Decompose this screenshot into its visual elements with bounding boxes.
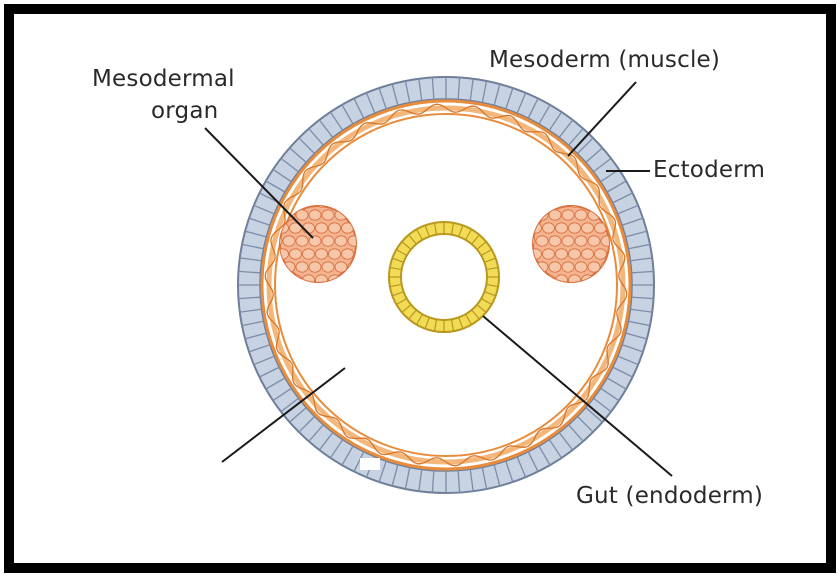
organ-cell — [556, 223, 568, 233]
gut-endoderm — [389, 222, 499, 332]
organ-cell — [562, 262, 574, 272]
organ-cell — [549, 262, 561, 272]
organ-cell — [543, 249, 555, 259]
organ-cell — [309, 262, 321, 272]
label-gap — [360, 458, 380, 470]
organ-cell — [309, 236, 321, 246]
organ-cell — [329, 223, 341, 233]
organ-cell — [329, 249, 341, 259]
organ-cell — [322, 236, 334, 246]
organ-cell — [562, 236, 574, 246]
organ-cell — [595, 249, 607, 259]
organ-cell — [322, 210, 334, 220]
organ-cell — [309, 210, 321, 220]
label-mesodermal-organ-line2: organ — [151, 96, 218, 126]
organ-cell — [290, 249, 302, 259]
organ-cell — [322, 262, 334, 272]
organ-cell — [296, 262, 308, 272]
label-mesodermal-organ-line1: Mesodermal — [92, 64, 235, 94]
organ-cell — [582, 249, 594, 259]
organ-cell — [342, 249, 354, 259]
organ-cell — [582, 223, 594, 233]
label-mesoderm-muscle: Mesoderm (muscle) — [489, 45, 720, 75]
organ-cell — [303, 249, 315, 259]
organ-cell — [588, 236, 600, 246]
organ-cell — [316, 249, 328, 259]
organ-cell — [296, 236, 308, 246]
organ-cell — [543, 223, 555, 233]
organ-cell — [575, 210, 587, 220]
organ-cell — [569, 249, 581, 259]
organ-cell — [569, 223, 581, 233]
organ-cell — [575, 262, 587, 272]
organ-cell — [575, 236, 587, 246]
organ-cell — [549, 236, 561, 246]
organ-cell — [536, 236, 548, 246]
label-ectoderm: Ectoderm — [653, 155, 765, 185]
organ-cell — [562, 210, 574, 220]
organ-cell — [556, 249, 568, 259]
organ-cell — [283, 236, 295, 246]
organ-cell — [335, 236, 347, 246]
organ-cell — [316, 223, 328, 233]
label-gut-endoderm: Gut (endoderm) — [576, 481, 763, 511]
leader-line-mesoderm-muscle — [568, 82, 636, 156]
